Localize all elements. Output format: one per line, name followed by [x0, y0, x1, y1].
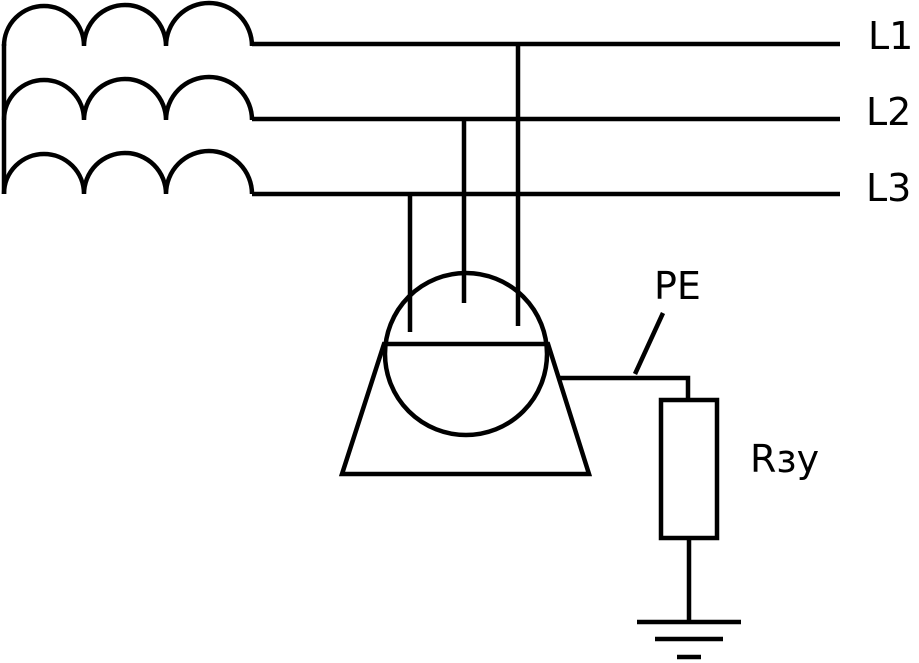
pe-conductor	[557, 312, 691, 398]
ground-symbol	[637, 538, 741, 660]
phase-label-l1: L1	[868, 14, 913, 58]
ground-resistor-label: Rзу	[750, 437, 819, 481]
motor	[338, 44, 593, 477]
winding-l3	[1, 148, 255, 195]
phase-lines	[252, 41, 840, 197]
pe-leader-line	[632, 312, 666, 375]
winding-l1	[1, 0, 255, 47]
source-windings	[1, 0, 255, 195]
pe-wire	[557, 375, 691, 398]
phase-label-l2: L2	[866, 90, 911, 134]
winding-l2	[1, 74, 255, 121]
phase-label-l3: L3	[866, 166, 911, 210]
pe-label: PE	[654, 264, 701, 308]
ground-resistor	[658, 397, 720, 541]
motor-base	[338, 341, 593, 477]
